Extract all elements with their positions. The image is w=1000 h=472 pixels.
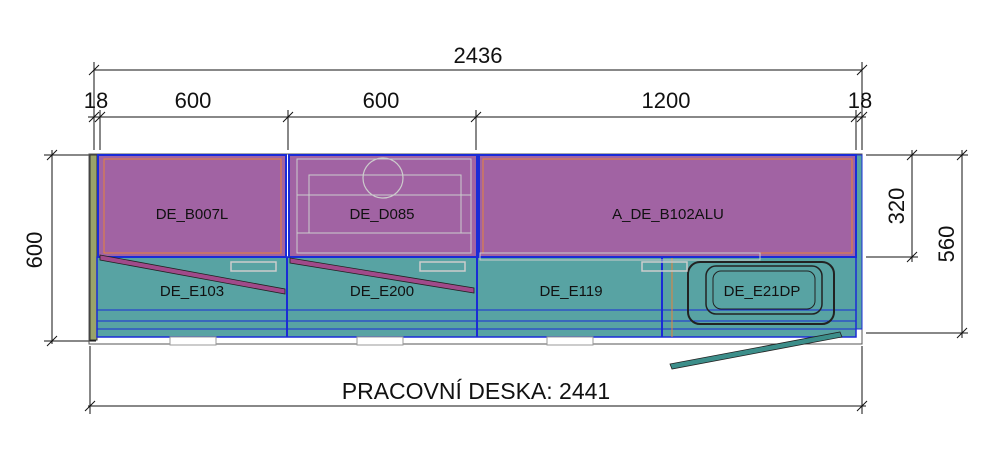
- module-label-b102alu: A_DE_B102ALU: [612, 206, 724, 223]
- upper-cabinets: [97, 154, 857, 261]
- right-depth-dimensions: [866, 149, 968, 339]
- lower-cabinets: [96, 256, 857, 346]
- sink-basin: [705, 265, 823, 315]
- module-label-e21dp: DE_E21DP: [724, 283, 801, 300]
- segment-1-dim-label: 600: [175, 88, 212, 113]
- door-swing-1: [99, 254, 286, 295]
- upper-cabinet-1: [97, 154, 287, 258]
- top-dimensions: [88, 62, 868, 150]
- module-label-d085: DE_D085: [349, 206, 414, 223]
- worktop-length-label: PRACOVNÍ DESKA: 2441: [342, 378, 610, 404]
- right-panel-dim-label: 18: [848, 88, 872, 113]
- sink-outer: [687, 261, 835, 325]
- module-label-e119: DE_E119: [539, 283, 602, 300]
- total-depth-label: 600: [22, 232, 47, 269]
- bottom-dimension: [84, 346, 868, 414]
- door-swing-2: [289, 257, 475, 294]
- cabinet-depth-label: 560: [934, 226, 959, 263]
- module-label-e200: DE_E200: [350, 283, 414, 300]
- module-label-e103: DE_E103: [160, 283, 224, 300]
- left-depth-dimension: [44, 149, 96, 347]
- segment-3-dim-label: 1200: [642, 88, 691, 113]
- left-panel-dim-label: 18: [84, 88, 108, 113]
- upper-depth-label: 320: [884, 188, 909, 225]
- left-side-panel: [89, 154, 98, 341]
- upper-cabinet-2: [288, 154, 478, 258]
- module-label-b007l: DE_B007L: [156, 206, 229, 223]
- upper-cabinet-3: [478, 154, 857, 258]
- overall-width-label: 2436: [454, 43, 503, 68]
- door-swing-3: [669, 331, 843, 370]
- segment-2-dim-label: 600: [363, 88, 400, 113]
